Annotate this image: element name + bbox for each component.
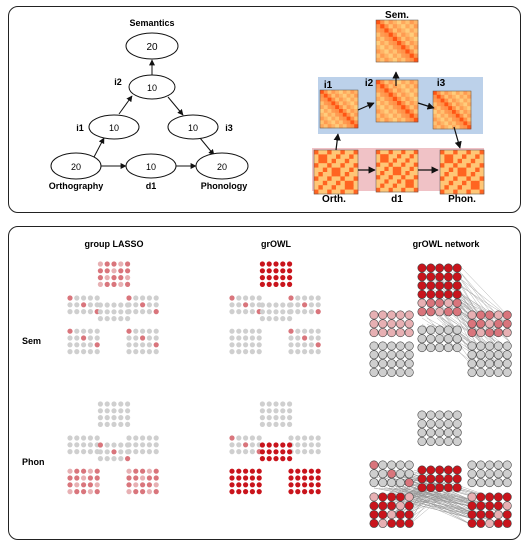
growl-sem-center xyxy=(259,302,293,322)
lasso-sem-left xyxy=(67,295,100,315)
net-phon-left xyxy=(369,460,414,488)
net-phon-center xyxy=(417,465,462,493)
lasso-sem-right xyxy=(126,295,159,315)
growl-sem-bottom-right xyxy=(288,328,321,355)
node-label: Phonology xyxy=(201,181,248,191)
growl-phon-top xyxy=(259,401,293,427)
matrix-i3 xyxy=(432,90,472,130)
node-label: i3 xyxy=(225,123,233,133)
growl-sem-right xyxy=(288,295,321,315)
growl-sem-top xyxy=(259,261,293,287)
node-value: 10 xyxy=(109,123,119,133)
growl-sem-bottom-left xyxy=(229,328,262,355)
row-label-sem: Sem xyxy=(22,336,41,346)
row-label-phon: Phon xyxy=(22,457,45,467)
net-sem-upper xyxy=(417,298,462,317)
matrix-i2 xyxy=(375,79,419,123)
lasso-phon-center xyxy=(97,442,131,462)
node-label: i2 xyxy=(114,77,122,87)
lasso-phon-left xyxy=(67,435,100,455)
matrix-orth xyxy=(313,149,359,195)
node-label: Semantics xyxy=(129,18,174,28)
node-i1: 10 i1 xyxy=(76,114,140,140)
node-value: 10 xyxy=(146,162,156,172)
growl-phon-left xyxy=(229,435,262,455)
graph-edges xyxy=(93,59,215,169)
column-title-growl-network: grOWL network xyxy=(413,239,481,249)
lasso-phon-bottom-right xyxy=(126,468,159,495)
net-phon-right xyxy=(467,460,512,488)
matrix-label-phon: Phon. xyxy=(448,194,476,205)
matrix-arrows xyxy=(333,71,462,174)
node-value: 10 xyxy=(188,123,198,133)
net-phon-bottom-left xyxy=(369,492,414,528)
net-sem-bottom-left xyxy=(369,341,414,377)
node-orthography: 20 Orthography xyxy=(49,152,104,191)
net-phon-top xyxy=(417,410,462,446)
growl-phon-bottom-right xyxy=(288,468,321,495)
growl-phon-right xyxy=(288,435,321,455)
growl-sem-left xyxy=(229,295,262,315)
node-label: Orthography xyxy=(49,181,104,191)
node-value: 20 xyxy=(146,42,158,53)
node-value: 20 xyxy=(217,162,227,172)
lasso-sem-bottom-left xyxy=(67,328,100,355)
node-semantics: 20 Semantics xyxy=(125,18,179,60)
matrix-d1 xyxy=(375,149,419,193)
net-sem-right xyxy=(467,310,512,338)
matrix-label-i3: i3 xyxy=(437,78,446,89)
lasso-phon-top xyxy=(97,401,131,427)
column-title-growl: grOWL xyxy=(261,239,291,249)
matrix-phon xyxy=(439,149,485,195)
matrix-label-i1: i1 xyxy=(324,80,333,91)
growl-phon-bottom-left xyxy=(229,468,262,495)
node-label: i1 xyxy=(76,123,84,133)
node-value: 10 xyxy=(147,83,157,93)
matrix-sem xyxy=(375,19,419,63)
lasso-sem-bottom-right xyxy=(126,328,159,355)
lasso-phon-right xyxy=(126,435,159,455)
matrix-i1 xyxy=(319,89,359,129)
net-sem-center xyxy=(417,325,462,353)
net-sem-bottom-right xyxy=(467,341,512,377)
net-sem-left xyxy=(369,310,414,338)
matrix-label-sem: Sem. xyxy=(385,10,409,21)
node-phonology: 20 Phonology xyxy=(195,152,249,191)
net-sem-top xyxy=(417,263,462,299)
net-phon-bottom-right xyxy=(467,492,512,528)
lasso-sem-center xyxy=(97,302,131,322)
node-value: 20 xyxy=(71,162,81,172)
matrix-label-i2: i2 xyxy=(365,78,374,89)
node-label: d1 xyxy=(146,181,157,191)
lasso-phon-bottom-left xyxy=(67,468,100,495)
node-i2: 10 i2 xyxy=(114,74,176,100)
node-d1: 10 d1 xyxy=(125,153,177,191)
lasso-sem-top xyxy=(97,261,131,287)
matrix-label-d1: d1 xyxy=(391,194,403,205)
column-title-group-lasso: group LASSO xyxy=(85,239,144,249)
matrix-label-orth: Orth. xyxy=(322,194,346,205)
node-i3: 10 i3 xyxy=(167,114,233,140)
growl-phon-center xyxy=(259,442,293,462)
